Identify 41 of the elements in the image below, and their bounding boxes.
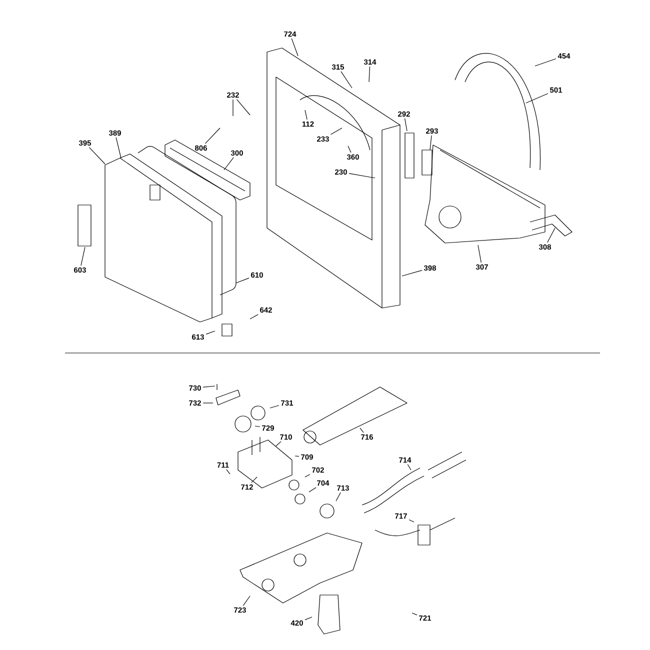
leader-line: [294, 456, 300, 457]
leader-line: [204, 128, 220, 144]
leader-line: [88, 147, 106, 164]
leader-line: [276, 441, 282, 446]
leader-line: [254, 426, 260, 428]
leader-line: [116, 137, 122, 158]
leader-line: [404, 118, 408, 132]
leader-line: [226, 469, 230, 474]
leader-line: [308, 487, 316, 492]
leader-line: [360, 428, 364, 433]
leader-line: [534, 58, 556, 66]
leader-line: [202, 386, 216, 388]
leader-line: [236, 99, 250, 116]
leader-line: [251, 476, 258, 483]
leader-line: [270, 405, 280, 408]
leader-line: [430, 135, 432, 150]
leader-line: [242, 596, 250, 606]
leader-line: [304, 616, 312, 620]
leader-line: [547, 228, 556, 243]
leader-line: [80, 246, 86, 266]
leader-line: [408, 519, 414, 522]
leader-line: [236, 278, 250, 284]
leader-line: [368, 66, 370, 82]
leader-line: [291, 38, 298, 56]
leader-line: [206, 330, 216, 334]
leader-line: [304, 110, 308, 120]
leader-line: [336, 492, 341, 502]
leader-line: [348, 173, 376, 178]
leader-line: [478, 244, 482, 263]
leader-line: [202, 402, 214, 404]
leader-line: [526, 93, 548, 104]
leader-line: [412, 612, 418, 616]
leader-line: [250, 314, 258, 320]
leader-line: [224, 157, 234, 170]
leader-line: [402, 270, 422, 276]
leader-line: [232, 99, 234, 116]
leader-line: [348, 146, 352, 153]
leader-line: [330, 128, 342, 135]
leader-line: [304, 474, 310, 478]
leader-line: [407, 464, 412, 470]
leader-line: [340, 71, 352, 88]
